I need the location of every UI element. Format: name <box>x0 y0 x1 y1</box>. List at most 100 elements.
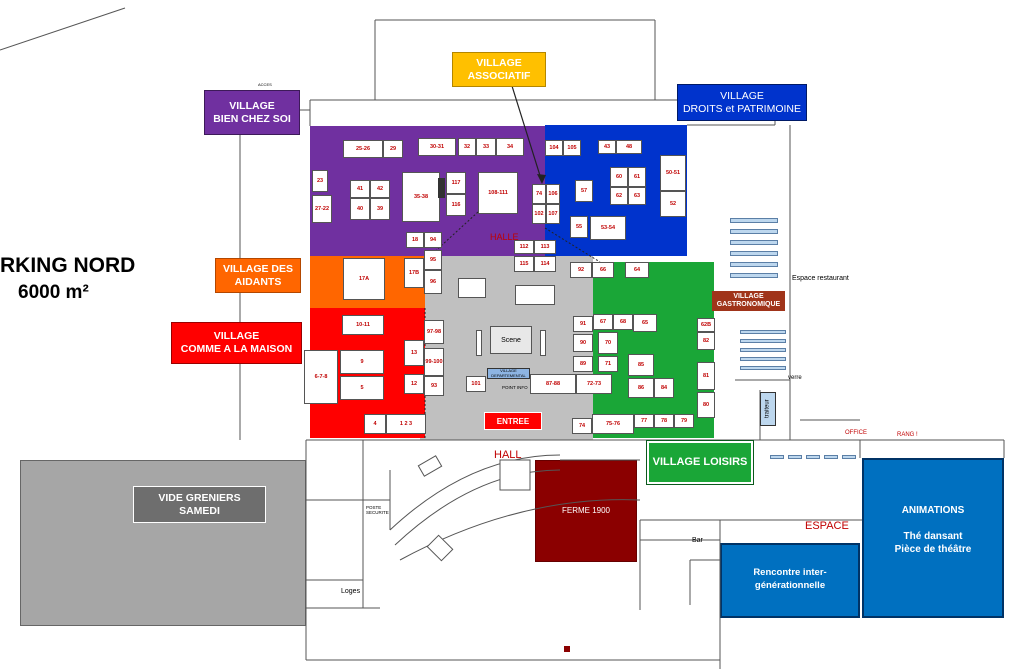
booth-50-51: 50-51 <box>660 155 686 191</box>
booth-89: 89 <box>573 356 593 372</box>
village-departemental-box: VILLAGE DEPARTEMENTAL <box>487 368 530 379</box>
village-departemental-label: VILLAGE DEPARTEMENTAL <box>491 368 526 378</box>
booth-33: 33 <box>476 138 496 156</box>
espace-text: ESPACE <box>805 520 849 532</box>
booth-87-88: 87-88 <box>530 374 576 394</box>
booth-85: 85 <box>628 354 654 376</box>
booth-23: 23 <box>312 170 328 192</box>
restaurant-table <box>740 357 786 361</box>
ferme-label: FERME 1900 <box>561 505 611 515</box>
restaurant-table <box>740 366 786 370</box>
booth-42: 42 <box>370 180 390 198</box>
village-gastronomique-label: VILLAGE GASTRONOMIQUE <box>712 291 785 311</box>
restaurant-table <box>770 455 784 459</box>
booth-99-100: 99-100 <box>424 348 444 376</box>
black-marker <box>438 178 445 198</box>
restaurant-table <box>730 251 778 256</box>
restaurant-table <box>842 455 856 459</box>
entree-label: ENTREE <box>484 412 542 430</box>
booth-115: 115 <box>514 256 534 272</box>
booth-18: 18 <box>406 232 424 248</box>
booth-34: 34 <box>496 138 524 156</box>
booth-62B: 62B <box>697 318 715 332</box>
restaurant-table <box>730 240 778 245</box>
booth-113: 113 <box>534 240 556 254</box>
booth-104: 104 <box>545 140 563 156</box>
restaurant-table <box>788 455 802 459</box>
loges-text: Loges <box>341 588 361 595</box>
booth-53-54: 53-54 <box>590 216 626 240</box>
booth-79: 79 <box>674 414 694 428</box>
village-droits-patrimoine-label: VILLAGE DROITS et PATRIMOINE <box>677 84 807 121</box>
village-comme-maison-label: VILLAGE COMME A LA MAISON <box>171 322 302 364</box>
village-bien-chez-soi-label: VILLAGE BIEN CHEZ SOI <box>204 90 300 135</box>
booth-108-111: 108-111 <box>478 172 518 214</box>
booth-17A: 17A <box>343 258 385 300</box>
booth-97-98: 97-98 <box>424 320 444 344</box>
booth-29: 29 <box>383 140 403 158</box>
point-info-label: POINT INFO <box>502 385 528 390</box>
parking-title: RKING NORD <box>0 254 136 277</box>
restaurant-table <box>740 348 786 352</box>
halle-block-2 <box>458 278 486 298</box>
halle-block-3 <box>540 330 546 356</box>
acces-text: ACCES <box>258 82 272 87</box>
scene-platform: Scene <box>490 326 532 354</box>
rang-text: RANG ! <box>897 432 918 438</box>
booth-95: 95 <box>424 250 442 270</box>
booth-25-26: 25-26 <box>343 140 383 158</box>
booth-62: 62 <box>610 187 628 205</box>
restaurant-table <box>740 339 786 343</box>
vide-greniers-label: VIDE GRENIERS SAMEDI <box>133 486 266 523</box>
traiteur-label: traiteur <box>760 392 776 426</box>
booth-17B: 17B <box>404 258 424 288</box>
booth-93: 93 <box>424 376 444 396</box>
poste-securite-text: POSTE SECURITE <box>366 505 389 515</box>
booth-94: 94 <box>424 232 442 248</box>
booth-84: 84 <box>654 378 674 398</box>
booth-82: 82 <box>697 332 715 350</box>
rencontre-label: Rencontre inter- générationnelle <box>753 567 827 591</box>
booth-55: 55 <box>570 216 588 238</box>
booth-92: 92 <box>570 262 592 278</box>
booth-65: 65 <box>633 314 657 332</box>
booth-101: 101 <box>466 376 486 392</box>
booth-30-31: 30-31 <box>418 138 456 156</box>
booth-10-11: 10-11 <box>342 315 384 335</box>
booth-27-22: 27-22 <box>312 195 332 223</box>
booth-112: 112 <box>514 240 534 254</box>
bar-text: Bar <box>692 537 703 544</box>
booth-81: 81 <box>697 362 715 390</box>
restaurant-table <box>730 218 778 223</box>
booth-68: 68 <box>613 314 633 330</box>
zone-animations <box>862 458 1004 618</box>
booth-117: 117 <box>446 172 466 194</box>
espace-restaurant-text: Espace restaurant <box>792 275 849 282</box>
village-aidants-label: VILLAGE DES AIDANTS <box>215 258 301 293</box>
booth-41: 41 <box>350 180 370 198</box>
booth-86: 86 <box>628 378 654 398</box>
booth-78: 78 <box>654 414 674 428</box>
booth-9: 9 <box>340 350 384 374</box>
booth-40: 40 <box>350 198 370 220</box>
booth-13: 13 <box>404 340 424 366</box>
booth-105: 105 <box>563 140 581 156</box>
booth-64: 64 <box>625 262 649 278</box>
booth-57: 57 <box>575 180 593 202</box>
booth-114: 114 <box>534 256 556 272</box>
parking-area: 6000 m² <box>18 282 89 303</box>
booth-75-76: 75-76 <box>592 414 634 434</box>
restaurant-table <box>740 330 786 334</box>
halle-text: HALLE <box>490 232 519 242</box>
booth-70: 70 <box>598 332 618 354</box>
booth-80: 80 <box>697 392 715 418</box>
booth-107: 107 <box>546 204 560 224</box>
booth-43: 43 <box>598 140 616 154</box>
restaurant-table <box>806 455 820 459</box>
booth-77: 77 <box>634 414 654 428</box>
booth-6-7-8: 6-7-8 <box>304 350 338 404</box>
animations-label: ANIMATIONS Thé dansant Pièce de théâtre <box>894 505 972 555</box>
restaurant-table <box>730 229 778 234</box>
restaurant-table <box>824 455 838 459</box>
booth-66: 66 <box>592 262 614 278</box>
